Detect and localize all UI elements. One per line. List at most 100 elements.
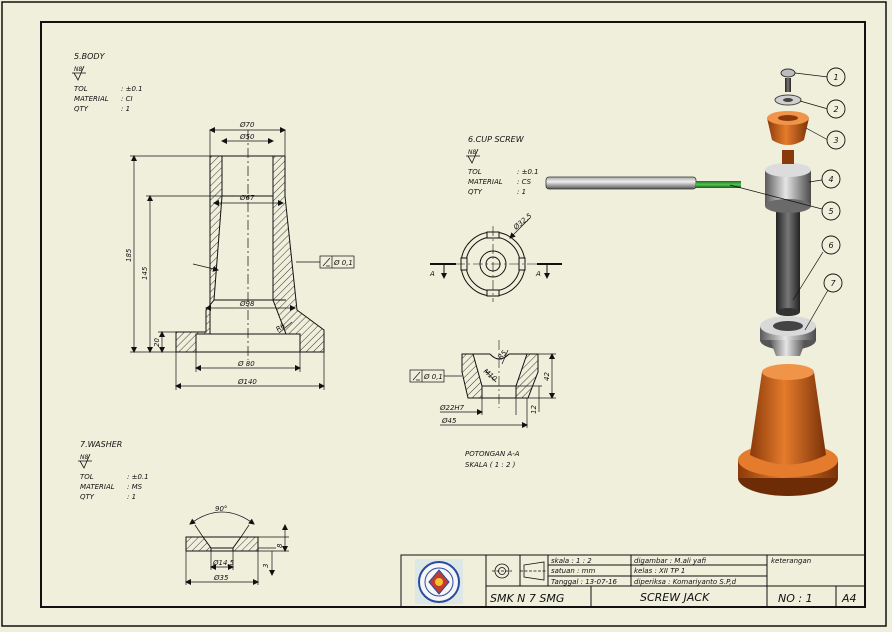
washer-section-view <box>185 536 259 552</box>
cup-screw-section-view <box>461 340 539 408</box>
drawing-title: SCREW JACK <box>640 591 710 604</box>
svg-text:Ø140: Ø140 <box>237 378 257 386</box>
svg-text:QTY: QTY <box>74 105 89 113</box>
svg-text:Ø67: Ø67 <box>239 194 255 202</box>
balloon-5: 5 <box>821 201 841 221</box>
svg-text:42: 42 <box>543 372 551 381</box>
svg-text:6.CUP SCREW: 6.CUP SCREW <box>468 135 525 144</box>
washer-dim-text: 90° Ø14,5 Ø35 8 3 <box>212 505 284 582</box>
body-section-view <box>175 130 325 360</box>
assembly-3d-view <box>545 68 838 496</box>
svg-text:QTY: QTY <box>468 188 483 196</box>
svg-text:7: 7 <box>830 279 836 288</box>
svg-text:skala : 1 : 2: skala : 1 : 2 <box>551 557 592 565</box>
svg-text:Ø32,5: Ø32,5 <box>511 211 533 232</box>
svg-text:TOL: TOL <box>74 85 88 93</box>
svg-text:MATERIAL: MATERIAL <box>468 178 503 186</box>
cup-screw-section-dims <box>409 349 556 428</box>
svg-text:185: 185 <box>125 248 133 262</box>
svg-text:MATERIAL: MATERIAL <box>80 483 115 491</box>
svg-text:: 1: : 1 <box>127 493 136 501</box>
balloon-6: 6 <box>821 235 841 255</box>
svg-text:Tanggal : 13-07-16: Tanggal : 13-07-16 <box>551 578 618 586</box>
school-name: SMK N 7 SMG <box>490 592 564 605</box>
balloon-3: 3 <box>826 130 846 150</box>
svg-text:: ±0.1: : ±0.1 <box>121 85 143 93</box>
svg-text:TOL: TOL <box>468 168 482 176</box>
svg-text:Ø 80: Ø 80 <box>237 360 255 368</box>
body-title: 5.BODY <box>74 52 106 61</box>
svg-text:2: 2 <box>833 105 838 114</box>
svg-text:keterangan: keterangan <box>771 557 811 565</box>
sheet-size: A4 <box>841 592 857 605</box>
svg-text:Ø 0,1: Ø 0,1 <box>423 373 443 381</box>
washer-notes: 7.WASHER N8 TOL : ±0.1 MATERIAL : MS QTY… <box>78 440 149 501</box>
svg-text:Ø70: Ø70 <box>239 121 255 129</box>
svg-text:N8: N8 <box>80 454 88 461</box>
svg-text:90°: 90° <box>215 505 227 513</box>
svg-text:TOL: TOL <box>80 473 94 481</box>
runout-icon <box>412 371 421 381</box>
svg-text:digambar : M.ali yafi: digambar : M.ali yafi <box>634 557 706 565</box>
balloon-2: 2 <box>826 99 846 119</box>
cup-screw-notes: 6.CUP SCREW N8 TOL : ±0.1 MATERIAL : CS … <box>466 135 539 196</box>
svg-text:Ø98: Ø98 <box>239 300 255 308</box>
balloon-7: 7 <box>823 273 843 293</box>
projection-symbol-icon <box>492 561 547 581</box>
svg-text:3: 3 <box>262 564 270 568</box>
svg-text:8: 8 <box>276 543 284 548</box>
svg-text:kelas : XII TP 1: kelas : XII TP 1 <box>634 567 685 575</box>
body-dimensions <box>130 127 355 390</box>
cup-screw-top-view <box>430 217 562 302</box>
title-block <box>400 554 866 608</box>
svg-text:A: A <box>429 270 435 278</box>
svg-text:SKALA ( 1 : 2 ): SKALA ( 1 : 2 ) <box>465 461 516 469</box>
surface-finish-icon <box>72 65 86 81</box>
balloon-leaders <box>729 72 829 331</box>
svg-text:QTY: QTY <box>80 493 95 501</box>
svg-text:N8: N8 <box>468 149 476 156</box>
title-block-text: skala : 1 : 2 satuan : mm Tanggal : 13-0… <box>490 557 857 605</box>
svg-text:3: 3 <box>833 136 838 145</box>
svg-text:satuan : mm: satuan : mm <box>551 567 595 575</box>
svg-text:: 1: : 1 <box>121 105 130 113</box>
runout-icon <box>322 257 331 267</box>
svg-text:Ø50: Ø50 <box>239 133 255 141</box>
svg-text:POTONGAN A-A: POTONGAN A-A <box>465 450 520 458</box>
svg-text:: CS: : CS <box>517 178 532 186</box>
svg-text:Ø 0,1: Ø 0,1 <box>333 259 353 267</box>
svg-text:: 1: : 1 <box>517 188 526 196</box>
washer-dims <box>185 511 289 585</box>
drawing-frame <box>40 21 866 608</box>
drawing-number: NO : 1 <box>778 592 813 605</box>
surface-finish-icon <box>466 148 480 164</box>
svg-text:4: 4 <box>828 175 833 184</box>
svg-text:7.WASHER: 7.WASHER <box>80 440 122 449</box>
svg-text:diperiksa : Komariyanto S.P,d: diperiksa : Komariyanto S.P,d <box>634 578 737 586</box>
svg-text:20: 20 <box>153 338 161 347</box>
svg-text:5: 5 <box>828 207 833 216</box>
svg-text:Ø14,5: Ø14,5 <box>212 559 235 567</box>
school-logo <box>415 559 463 604</box>
svg-text:: CI: : CI <box>121 95 133 103</box>
balloon-4: 4 <box>821 169 841 189</box>
svg-text:145: 145 <box>141 266 149 280</box>
svg-text:: MS: : MS <box>127 483 143 491</box>
svg-text:M10: M10 <box>482 367 499 383</box>
svg-text:Ø35: Ø35 <box>213 574 229 582</box>
svg-text:12: 12 <box>530 405 538 414</box>
svg-text:A: A <box>535 270 541 278</box>
balloon-1: 1 <box>826 67 846 87</box>
svg-text:: ±0.1: : ±0.1 <box>127 473 149 481</box>
surface-finish-icon <box>78 453 92 469</box>
svg-text:: ±0.1: : ±0.1 <box>517 168 539 176</box>
svg-text:MATERIAL: MATERIAL <box>74 95 109 103</box>
svg-text:Ø45: Ø45 <box>441 417 457 425</box>
body-part-notes: 5.BODY N8 TOL : ±0.1 MATERIAL : CI QTY :… <box>72 52 143 113</box>
body-finish: N8 <box>74 66 82 73</box>
svg-text:6: 6 <box>828 241 833 250</box>
svg-text:1: 1 <box>833 73 838 82</box>
svg-text:Ø22H7: Ø22H7 <box>439 404 465 412</box>
